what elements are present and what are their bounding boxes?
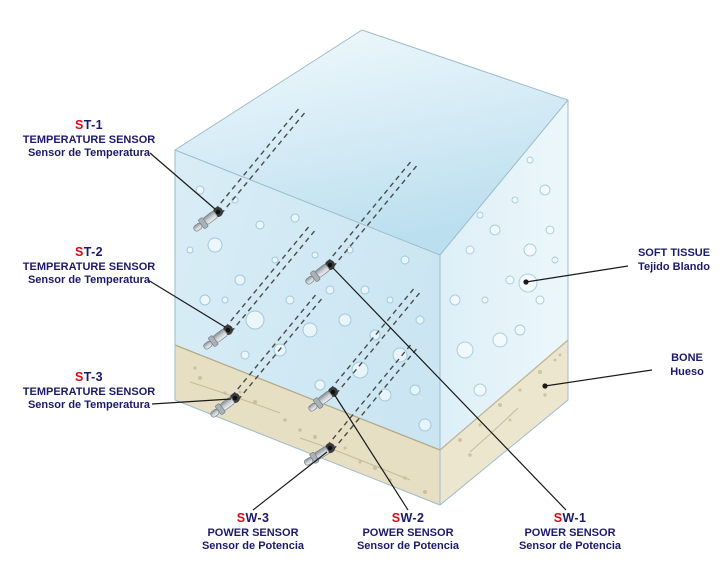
callout-line-sw1 bbox=[332, 267, 567, 511]
st1-code: ST-1 bbox=[74, 118, 103, 132]
st3-code: ST-3 bbox=[74, 370, 103, 384]
sw1-name-en: POWER SENSOR bbox=[524, 526, 616, 539]
callout-line-st3 bbox=[151, 398, 232, 405]
st2-name-en: TEMPERATURE SENSOR bbox=[22, 260, 156, 273]
block-right-face-bone bbox=[440, 340, 568, 505]
callout-line-st1 bbox=[149, 152, 216, 210]
bone-name-es: Hueso bbox=[670, 365, 704, 378]
label-st2: ST-2 TEMPERATURE SENSOR Sensor de Temper… bbox=[10, 245, 168, 288]
callout-dot-bone bbox=[542, 383, 548, 389]
soft-tissue-name-en: SOFT TISSUE bbox=[637, 247, 711, 259]
st3-name-es: Sensor de Temperatura bbox=[27, 399, 151, 411]
label-st3: ST-3 TEMPERATURE SENSOR Sensor de Temper… bbox=[10, 370, 168, 413]
bubbles-right-face bbox=[449, 156, 559, 397]
callout-line-sw3 bbox=[252, 451, 328, 511]
bone-boundary-right bbox=[439, 339, 569, 451]
callout-line-soft-tissue bbox=[525, 265, 629, 283]
label-sw3: SW-3 POWER SENSOR Sensor de Potencia bbox=[183, 511, 323, 554]
sw2-code: SW-2 bbox=[391, 511, 425, 525]
callout-line-bone bbox=[544, 369, 653, 387]
st3-name-en: TEMPERATURE SENSOR bbox=[22, 385, 156, 398]
label-sw2: SW-2 POWER SENSOR Sensor de Potencia bbox=[338, 511, 478, 554]
st2-name-es: Sensor de Temperatura bbox=[27, 274, 151, 286]
block-top-face bbox=[175, 30, 568, 255]
bone-name-en: BONE bbox=[671, 352, 703, 364]
sw2-name-en: POWER SENSOR bbox=[362, 526, 454, 539]
sw3-name-es: Sensor de Potencia bbox=[201, 540, 305, 552]
bone-boundary-left bbox=[174, 344, 441, 451]
sw3-name-en: POWER SENSOR bbox=[207, 526, 299, 539]
st1-name-es: Sensor de Temperatura bbox=[27, 147, 151, 159]
callout-dot-soft-tissue bbox=[523, 279, 529, 285]
callout-line-st2 bbox=[147, 279, 226, 328]
sw2-name-es: Sensor de Potencia bbox=[356, 540, 460, 552]
sw3-code: SW-3 bbox=[236, 511, 270, 525]
label-sw1: SW-1 POWER SENSOR Sensor de Potencia bbox=[500, 511, 640, 554]
callout-lines bbox=[147, 152, 653, 511]
block-edges bbox=[174, 29, 569, 506]
soft-tissue-name-es: Tejido Blando bbox=[638, 260, 710, 273]
block-right-face-soft-tissue bbox=[440, 100, 568, 450]
st1-name-en: TEMPERATURE SENSOR bbox=[22, 133, 156, 146]
label-soft-tissue: SOFT TISSUE Tejido Blando bbox=[628, 247, 720, 274]
label-bone: BONE Hueso bbox=[650, 352, 723, 379]
sw1-code: SW-1 bbox=[553, 511, 587, 525]
block-left-face-soft-tissue bbox=[175, 150, 440, 450]
sensor-channels bbox=[214, 105, 423, 451]
sw1-name-es: Sensor de Potencia bbox=[518, 540, 622, 552]
callout-line-sw2 bbox=[333, 393, 409, 511]
label-st1: ST-1 TEMPERATURE SENSOR Sensor de Temper… bbox=[10, 118, 168, 161]
st2-code: ST-2 bbox=[74, 245, 103, 259]
